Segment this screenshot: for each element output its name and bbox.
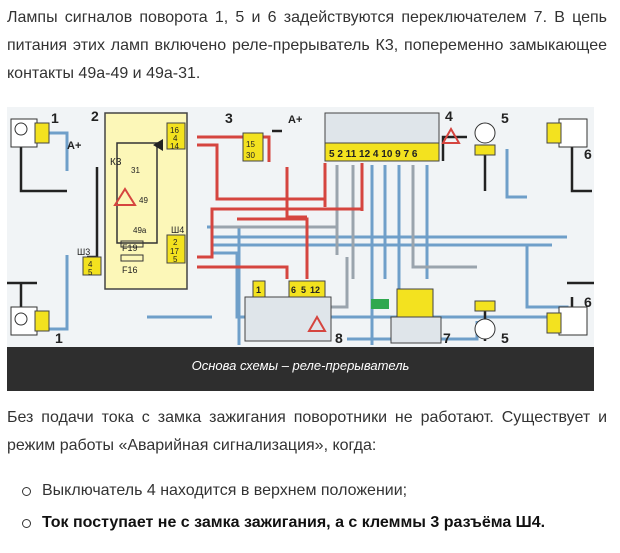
label-49a: 49а: [133, 226, 147, 235]
label-a-plus-mid: A+: [288, 114, 302, 126]
label-6-top: 6: [584, 146, 592, 162]
block-8-pin-5: 5: [301, 285, 306, 295]
block-8-pin-12: 12: [310, 285, 320, 295]
label-31: 31: [131, 166, 140, 175]
block-8-pin-1-connector: [252, 280, 266, 298]
direction-arrows-icon: [371, 299, 389, 309]
conditions-list: Выключатель 4 находится в верхнем положе…: [22, 482, 545, 546]
wiring-diagram-svg: 2 К3 31 49 49а F19 F16 16 4 14 Ш4 2 17 5…: [7, 108, 594, 346]
relay-pin-17: 17: [170, 247, 179, 256]
hazard-pins-label: 5 2 11 12 4 10 9 7 6: [329, 149, 418, 160]
lamp-icon: [14, 122, 28, 136]
diode-icon: [153, 139, 163, 151]
lamp-6-bottom-housing: [558, 306, 588, 336]
label-f19: F19: [122, 243, 138, 253]
relay-bottom-connector: [166, 234, 186, 264]
label-5-top: 5: [501, 110, 509, 126]
relay-top-connector: [166, 122, 186, 150]
label-5-bottom: 5: [501, 330, 509, 346]
lamp-5-bottom-icon: [474, 318, 496, 340]
relay-pin-16: 16: [170, 126, 179, 135]
lamp-1-bottom-connector: [34, 310, 50, 332]
label-8: 8: [335, 330, 343, 346]
label-sh3: Ш3: [77, 247, 90, 257]
relay-pin-4: 4: [173, 134, 178, 143]
relay-pin-14: 14: [170, 142, 179, 151]
label-4: 4: [445, 108, 453, 124]
lamp-6-top-housing: [558, 118, 588, 148]
warning-triangle-icon: [113, 187, 137, 206]
label-6-bottom: 6: [584, 294, 592, 310]
lamp-1-top-connector: [34, 122, 50, 144]
label-7: 7: [443, 330, 451, 346]
label-1-bottom: 1: [55, 330, 63, 346]
fuse-f19-icon: [120, 240, 144, 248]
intro-paragraph: Лампы сигналов поворота 1, 5 и 6 задейст…: [7, 9, 607, 82]
label-sh4: Ш4: [171, 225, 184, 235]
block-8-pin-1: 1: [256, 285, 261, 295]
blue-wires: [47, 131, 569, 345]
lamp-5-top-icon: [474, 122, 496, 144]
label-49: 49: [139, 196, 148, 205]
hazard-switch-connector: [324, 142, 440, 162]
list-item: Ток поступает не с замка зажигания, а с …: [22, 514, 545, 546]
label-1-top: 1: [51, 110, 59, 126]
sh3-pin-4: 4: [88, 260, 93, 269]
turn-switch-7-connector: [396, 288, 434, 320]
switch-3-pin-15: 15: [246, 140, 255, 149]
warning-triangle-icon: [307, 314, 327, 332]
label-f16: F16: [122, 265, 138, 275]
fuse-f16-icon: [120, 254, 144, 262]
label-a-plus-left: A+: [67, 140, 81, 152]
lamp-6-top-connector: [546, 122, 562, 144]
sh3-pin-5: 5: [88, 268, 93, 277]
lamp-6-bottom-connector: [546, 312, 562, 334]
label-3: 3: [225, 110, 233, 126]
switch-3-connector: [242, 132, 264, 162]
hazard-paragraph: Без подачи тока с замка зажигания поворо…: [7, 409, 607, 454]
block-8-pin-6: 6: [291, 285, 296, 295]
k3-relay: [116, 142, 158, 244]
warning-triangle-icon: [441, 126, 461, 144]
wiring-diagram-image: 2 К3 31 49 49а F19 F16 16 4 14 Ш4 2 17 5…: [7, 107, 594, 347]
relay-pin-5: 5: [173, 255, 178, 264]
turn-switch-7: [390, 316, 442, 344]
label-k3: К3: [110, 157, 122, 168]
red-wires: [197, 135, 364, 279]
block-8-connector: [288, 280, 326, 298]
switch-3-pin-30: 30: [246, 151, 255, 160]
wiring-diagram-figure: 2 К3 31 49 49а F19 F16 16 4 14 Ш4 2 17 5…: [7, 107, 594, 391]
figure-caption: Основа схемы – реле-прерыватель: [191, 358, 410, 373]
list-item: Выключатель 4 находится в верхнем положе…: [22, 482, 545, 514]
sh3-connector: [82, 256, 102, 276]
lamp-5-top-connector: [474, 144, 496, 156]
lamp-5-bottom-connector: [474, 300, 496, 312]
lamp-1-top-housing: [10, 118, 38, 148]
lamp-icon: [14, 312, 28, 326]
relay-pin-2: 2: [173, 238, 178, 247]
label-2: 2: [91, 108, 99, 124]
